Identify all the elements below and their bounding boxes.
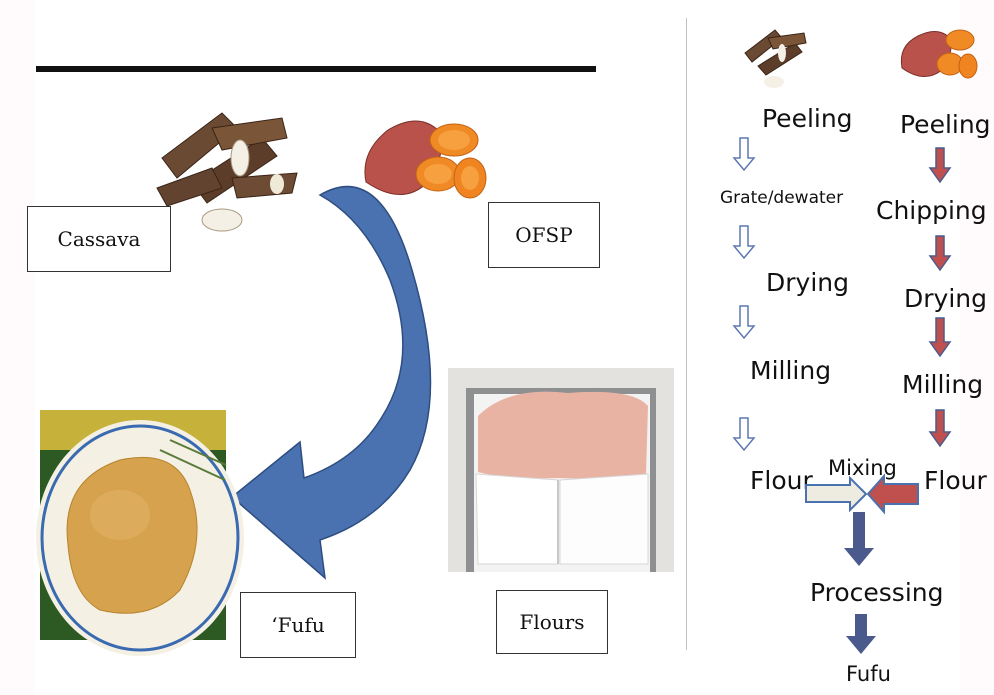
left-arrow-icon [868, 476, 918, 512]
processing-label: Processing [810, 578, 944, 607]
down-arrow-icon [846, 614, 876, 654]
right-arrow-icon [806, 478, 866, 510]
final-fufu-label: Fufu [846, 662, 891, 686]
down-arrow-icon [844, 512, 874, 566]
